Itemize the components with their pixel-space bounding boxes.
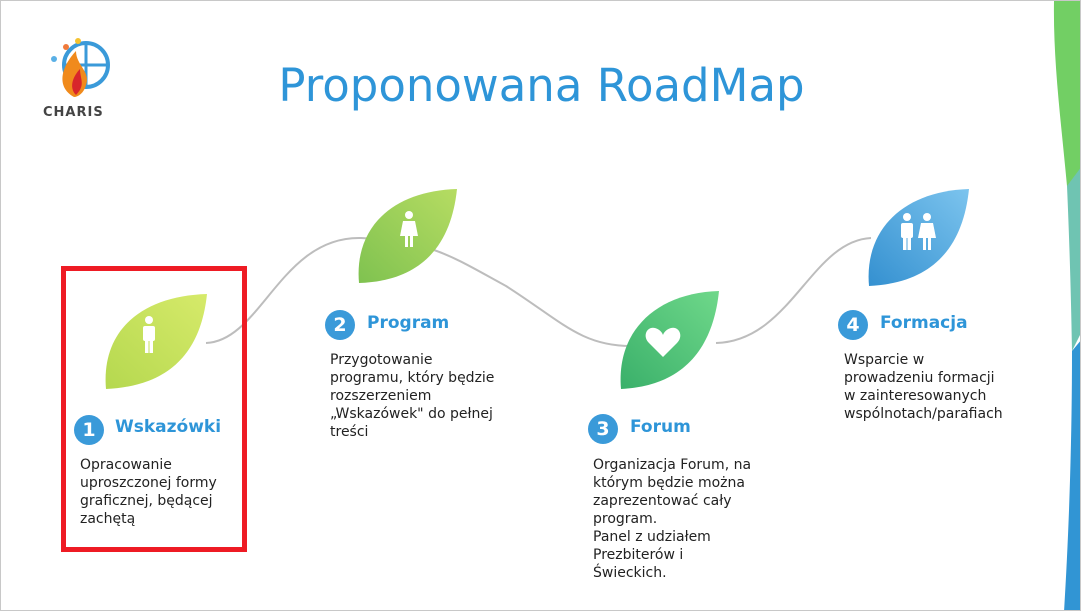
step-label-3: Forum: [630, 417, 691, 437]
desc-line: wspólnotach/parafiach: [844, 406, 1003, 422]
step-desc-2: Przygotowanie programu, który będzie rozsz…: [330, 351, 494, 441]
desc-line: Opracowanie: [80, 457, 172, 473]
desc-line: program.: [593, 511, 658, 527]
highlight-box: [61, 266, 247, 552]
desc-line: Wsparcie w: [844, 352, 925, 368]
desc-line: Świeckich.: [593, 565, 667, 581]
desc-line: Panel z udziałem: [593, 529, 711, 545]
desc-line: treści: [330, 424, 369, 440]
leaf-4: [868, 189, 969, 286]
desc-line: graficznej, będącej: [80, 493, 213, 509]
step-number-4: 4: [838, 310, 868, 340]
leaf-1: [105, 294, 207, 389]
leaf-2: [358, 189, 457, 283]
step-number-2: 2: [325, 310, 355, 340]
logo-text: CHARIS: [43, 105, 104, 120]
step-label-2: Program: [367, 313, 450, 333]
step-desc-3: Organizacja Forum, na którym będzie można…: [593, 456, 751, 582]
person-icon: [143, 316, 155, 353]
leaf-3: [620, 291, 719, 389]
desc-line: którym będzie można: [593, 475, 745, 491]
desc-line: programu, który będzie: [330, 370, 495, 386]
desc-line: Prezbiterów i: [593, 547, 684, 563]
charis-logo: [51, 38, 110, 97]
desc-line: „Wskazówek" do pełnej: [330, 406, 493, 422]
desc-line: Organizacja Forum, na: [593, 457, 752, 473]
desc-line: w zainteresowanych: [844, 388, 987, 404]
step-label-4: Formacja: [880, 313, 968, 333]
desc-line: zaprezentować cały: [593, 493, 732, 509]
step-label-1: Wskazówki: [115, 417, 222, 437]
road-curve: [205, 236, 872, 347]
page-title: Proponowana RoadMap: [278, 59, 805, 112]
woman-icon: [400, 211, 418, 247]
step-number-1: 1: [74, 415, 104, 445]
step-number-3: 3: [588, 414, 618, 444]
desc-line: prowadzeniu formacji: [844, 370, 995, 386]
desc-line: rozszerzeniem: [330, 388, 432, 404]
couple-icon: [901, 213, 936, 250]
step-desc-1: Opracowanie uproszczonej formy graficznej,…: [80, 456, 217, 528]
side-decoration: [1053, 1, 1080, 610]
desc-line: zachętą: [80, 511, 136, 527]
desc-line: Przygotowanie: [330, 352, 433, 368]
heart-icon: [645, 327, 681, 357]
desc-line: uproszczonej formy: [80, 475, 217, 491]
step-desc-4: Wsparcie w prowadzeniu formacji w zaintere…: [844, 351, 1003, 423]
